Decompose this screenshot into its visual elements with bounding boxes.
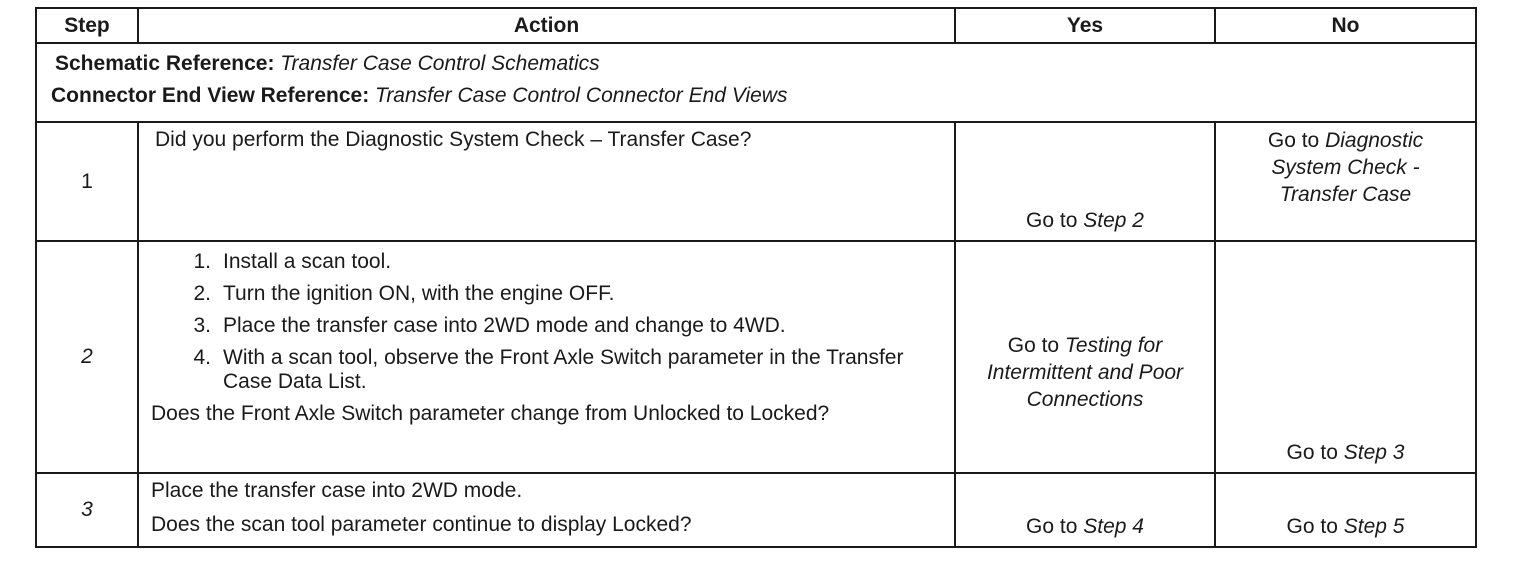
- yes-cell: Go to Step 4: [954, 472, 1216, 548]
- goto-target[interactable]: Step 2: [1083, 209, 1144, 232]
- action-question: Does the Front Axle Switch parameter cha…: [151, 402, 830, 425]
- no-goto[interactable]: Go to Diagnostic System Check - Transfer…: [1216, 127, 1475, 208]
- instruction-item: 1.Install a scan tool.: [193, 250, 392, 273]
- goto-prefix: Go to: [1026, 209, 1084, 232]
- goto-target[interactable]: Testing for Intermittent and Poor Connec…: [986, 334, 1184, 411]
- diagnostic-table: Step Action Yes No Schematic Reference: …: [35, 7, 1477, 548]
- no-cell: Go to Step 3: [1214, 240, 1477, 474]
- header-yes: Yes: [954, 7, 1216, 44]
- action-question: Did you perform the Diagnostic System Ch…: [155, 128, 752, 151]
- action-question: Does the scan tool parameter continue to…: [151, 513, 692, 536]
- instruction-list: 1.Install a scan tool. 2.Turn the igniti…: [151, 250, 944, 394]
- schematic-reference: Schematic Reference: Transfer Case Contr…: [55, 48, 1475, 80]
- action-cell: Place the transfer case into 2WD mode. D…: [137, 472, 956, 548]
- connector-reference: Connector End View Reference: Transfer C…: [51, 80, 1475, 112]
- no-goto[interactable]: Go to Step 3: [1216, 440, 1475, 466]
- reference-cell: Schematic Reference: Transfer Case Contr…: [35, 42, 1477, 123]
- instruction-item: 2.Turn the ignition ON, with the engine …: [193, 282, 615, 305]
- yes-goto[interactable]: Go to Step 2: [956, 208, 1214, 234]
- goto-prefix: Go to: [1026, 515, 1084, 538]
- goto-prefix: Go to: [1286, 515, 1344, 538]
- goto-prefix: Go to: [1267, 129, 1326, 152]
- action-cell: 1.Install a scan tool. 2.Turn the igniti…: [137, 240, 956, 474]
- instruction-item: 3.Place the transfer case into 2WD mode …: [193, 314, 786, 337]
- table-row-step-3: 3 Place the transfer case into 2WD mode.…: [35, 472, 1477, 548]
- yes-cell: Go to Testing for Intermittent and Poor …: [954, 240, 1216, 474]
- goto-target[interactable]: Step 3: [1343, 441, 1405, 464]
- no-cell: Go to Diagnostic System Check - Transfer…: [1214, 121, 1477, 242]
- action-instruction: Place the transfer case into 2WD mode.: [151, 479, 523, 502]
- schematic-reference-link[interactable]: Transfer Case Control Schematics: [280, 52, 600, 75]
- step-number: 3: [35, 472, 139, 548]
- schematic-reference-label: Schematic Reference:: [55, 52, 275, 75]
- header-no: No: [1214, 7, 1477, 44]
- no-goto[interactable]: Go to Step 5: [1216, 514, 1475, 540]
- goto-prefix: Go to: [1007, 334, 1065, 357]
- goto-target[interactable]: Diagnostic System Check - Transfer Case: [1271, 129, 1424, 206]
- table-row-step-1: 1 Did you perform the Diagnostic System …: [35, 121, 1477, 242]
- instruction-item: 4.With a scan tool, observe the Front Ax…: [193, 346, 904, 393]
- reference-row: Schematic Reference: Transfer Case Contr…: [35, 42, 1477, 123]
- step-number: 1: [35, 121, 139, 242]
- connector-reference-link[interactable]: Transfer Case Control Connector End View…: [375, 84, 788, 107]
- goto-prefix: Go to: [1286, 441, 1344, 464]
- goto-target[interactable]: Step 4: [1083, 515, 1144, 538]
- no-cell: Go to Step 5: [1214, 472, 1477, 548]
- goto-target[interactable]: Step 5: [1343, 515, 1405, 538]
- header-step: Step: [35, 7, 139, 44]
- header-row: Step Action Yes No: [35, 7, 1477, 44]
- table-row-step-2: 2 1.Install a scan tool. 2.Turn the igni…: [35, 240, 1477, 474]
- header-action: Action: [137, 7, 956, 44]
- action-cell: Did you perform the Diagnostic System Ch…: [137, 121, 956, 242]
- yes-cell: Go to Step 2: [954, 121, 1216, 242]
- yes-goto[interactable]: Go to Testing for Intermittent and Poor …: [956, 332, 1214, 413]
- step-number: 2: [35, 240, 139, 474]
- yes-goto[interactable]: Go to Step 4: [956, 514, 1214, 540]
- connector-reference-label: Connector End View Reference:: [51, 84, 370, 107]
